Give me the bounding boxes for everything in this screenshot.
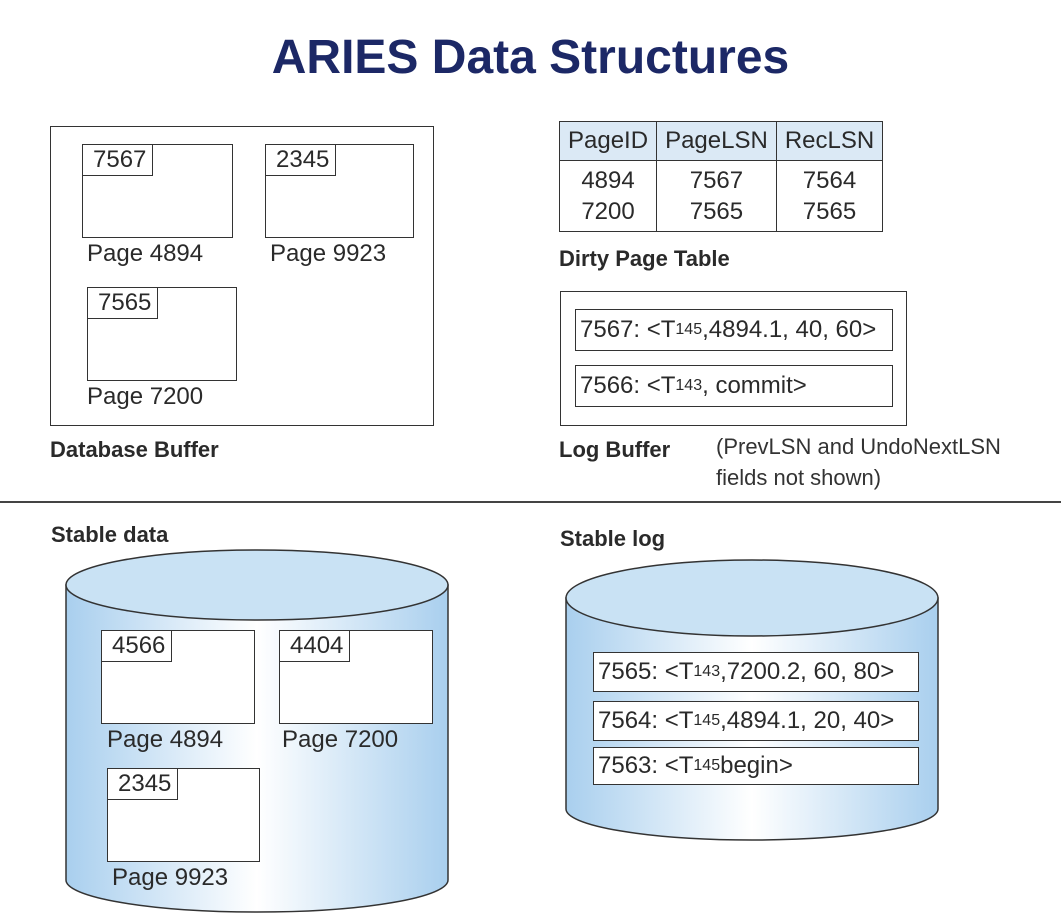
stable-page-label: Page 9923: [112, 864, 229, 891]
table-cell: 7565: [775, 196, 884, 232]
page-lsn: 2345: [266, 145, 337, 176]
page-lsn: 4404: [280, 631, 351, 662]
record-suffix: ,4894.1, 40, 60>: [702, 316, 877, 343]
stable-page-label: Page 4894: [107, 726, 224, 753]
page-title: ARIES Data Structures: [271, 31, 790, 84]
transaction-id: 143: [675, 377, 703, 394]
record-prefix: 7564: <T: [598, 707, 694, 734]
table-header-row: PageID PageLSN RecLSN: [558, 121, 884, 161]
transaction-id: 145: [693, 757, 721, 774]
stable-page-9923: 2345: [107, 768, 260, 862]
transaction-id: 145: [693, 712, 721, 729]
buffer-page-label: Page 4894: [87, 240, 204, 267]
transaction-id: 143: [693, 663, 721, 680]
record-suffix: begin>: [720, 752, 793, 779]
stable-page-7200: 4404: [279, 630, 433, 724]
record-prefix: 7566: <T: [580, 372, 676, 399]
record-prefix: 7567: <T: [580, 316, 676, 343]
log-buffer-note-line1: (PrevLSN and UndoNextLSN: [716, 434, 1001, 459]
buffer-page-9923: 2345: [265, 144, 414, 238]
buffer-page-label: Page 9923: [270, 240, 387, 267]
stable-log-cylinder: [565, 559, 939, 841]
buffer-page-4894: 7567: [82, 144, 233, 238]
column-header: PageID: [558, 121, 658, 161]
table-cell: 7567: [656, 160, 777, 196]
page-lsn: 4566: [102, 631, 173, 662]
memory-disk-divider: [0, 501, 1061, 503]
record-suffix: , commit>: [702, 372, 807, 399]
table-row: 7200 7565 7565: [558, 196, 884, 232]
table-cell: 7564: [775, 160, 884, 196]
stable-data-label: Stable data: [51, 522, 169, 547]
table-row: 4894 7567 7564: [558, 160, 884, 196]
table-cell: 7565: [656, 196, 777, 232]
table-cell: 7200: [558, 196, 658, 232]
record-prefix: 7565: <T: [598, 658, 694, 685]
stable-page-4894: 4566: [101, 630, 255, 724]
stable-log-label: Stable log: [560, 526, 666, 551]
buffer-page-7200: 7565: [87, 287, 237, 381]
transaction-id: 145: [675, 321, 703, 338]
page-lsn: 2345: [108, 769, 179, 800]
log-buffer-label: Log Buffer: [559, 437, 671, 462]
dirty-page-table-label: Dirty Page Table: [559, 246, 730, 271]
page-lsn: 7565: [88, 288, 159, 319]
page-lsn: 7567: [83, 145, 154, 176]
dirty-page-table: PageID PageLSN RecLSN 4894 7567 7564 720…: [558, 121, 884, 232]
record-prefix: 7563: <T: [598, 752, 694, 779]
database-buffer-label: Database Buffer: [50, 437, 219, 462]
log-buffer-note-line2: fields not shown): [716, 465, 882, 490]
record-suffix: ,7200.2, 60, 80>: [720, 658, 895, 685]
column-header: PageLSN: [656, 121, 777, 161]
stable-page-label: Page 7200: [282, 726, 399, 753]
record-suffix: ,4894.1, 20, 40>: [720, 707, 895, 734]
buffer-page-label: Page 7200: [87, 383, 204, 410]
table-cell: 4894: [558, 160, 658, 196]
column-header: RecLSN: [775, 121, 884, 161]
